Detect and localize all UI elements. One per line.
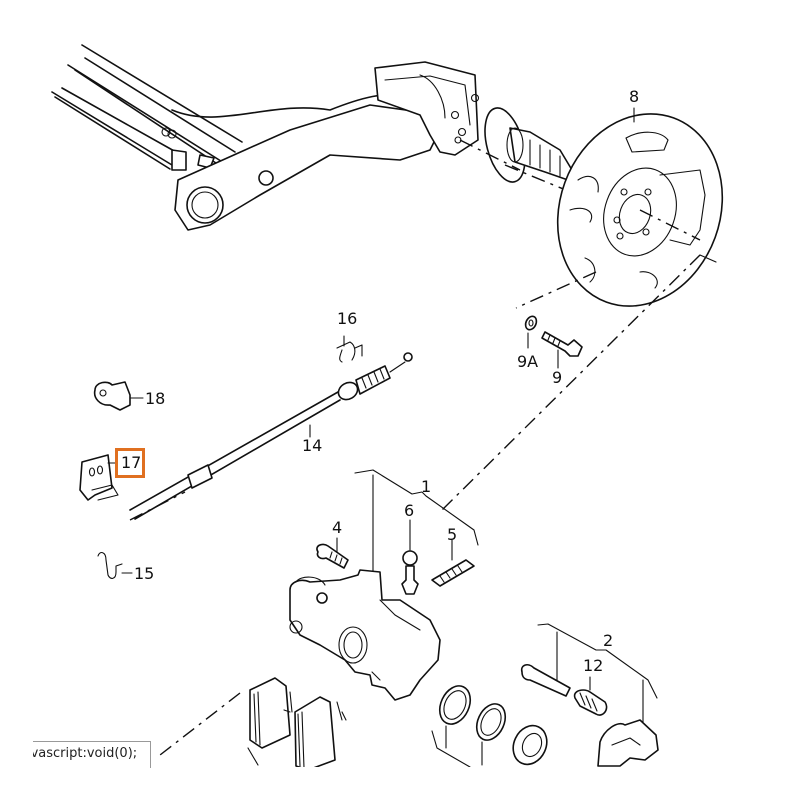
status-bar-link-preview: javascript:void(0);	[33, 741, 151, 768]
page-bottom-blank	[0, 767, 800, 800]
callout-6[interactable]: 6	[404, 501, 415, 520]
hover-highlight-box	[115, 448, 145, 478]
bracket-seals	[431, 730, 471, 768]
bolt-9	[541, 331, 583, 369]
dashed-axis-caliper	[439, 254, 701, 513]
callout-17[interactable]: 17	[121, 453, 142, 472]
callout-18[interactable]: 18	[145, 389, 166, 408]
callout-2[interactable]: 2	[603, 631, 614, 650]
callout-1[interactable]: 1	[421, 477, 432, 496]
callout-14[interactable]: 14	[302, 436, 323, 455]
spring-15	[97, 551, 133, 579]
callout-5[interactable]: 5	[447, 525, 458, 544]
callout-4[interactable]: 4	[332, 518, 343, 537]
stub-axle	[459, 107, 591, 201]
caliper-carrier	[597, 679, 659, 767]
dashed-axis-bolt	[515, 271, 597, 309]
washer-9a	[524, 315, 538, 349]
dashed-axis-pads	[159, 692, 241, 756]
bracket-18	[93, 381, 144, 411]
callout-16[interactable]: 16	[337, 309, 358, 328]
piston-seal-ring	[438, 685, 472, 749]
brake-pad-outer	[249, 677, 293, 749]
bleeder-valve-5	[431, 539, 475, 587]
guide-bolt	[520, 663, 571, 697]
bracket-line	[699, 254, 717, 263]
brake-pad-inner	[294, 696, 347, 771]
brake-caliper	[289, 569, 441, 701]
callout-9a[interactable]: 9A	[517, 352, 539, 371]
backing-plate	[556, 113, 724, 307]
guide-bush-12	[573, 676, 608, 716]
status-bar-text: javascript:void(0);	[33, 746, 138, 761]
piston	[512, 724, 548, 766]
bracket-17	[79, 454, 119, 501]
leader-pad	[247, 747, 259, 766]
handbrake-cable	[129, 352, 413, 521]
dust-boot-ring	[475, 703, 507, 766]
callout-8[interactable]: 8	[629, 87, 640, 106]
bracket-1	[354, 469, 479, 546]
callout-12[interactable]: 12	[583, 656, 604, 675]
rear-axle-beam	[51, 44, 480, 231]
bracket-2	[537, 623, 658, 699]
callout-9[interactable]: 9	[552, 368, 563, 387]
clip-16	[336, 335, 363, 363]
callout-15[interactable]: 15	[134, 564, 155, 583]
bleeder-cap-6	[401, 519, 419, 595]
bolt-4	[316, 537, 349, 569]
